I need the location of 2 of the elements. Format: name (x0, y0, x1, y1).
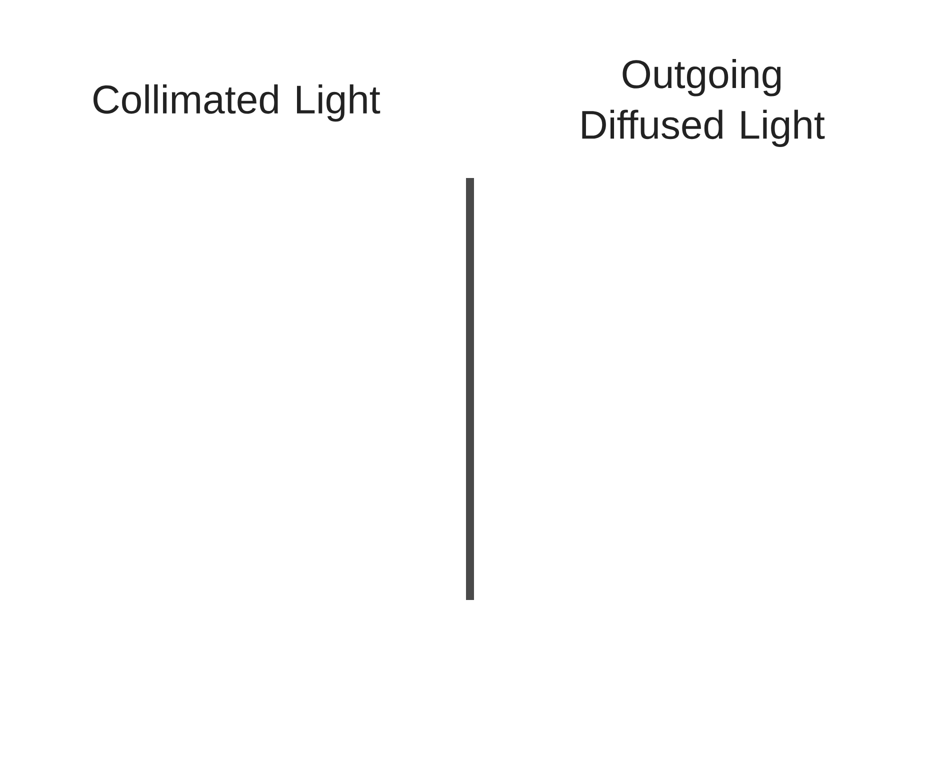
heading: Outgoing Diffused Light (582, 59, 825, 147)
heading: Collimated Light (94, 84, 380, 122)
